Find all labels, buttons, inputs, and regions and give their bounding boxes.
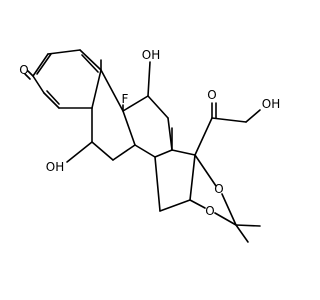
bond (47, 49, 81, 55)
bond (79, 49, 102, 71)
bond (66, 141, 93, 163)
atom-label-acetonide-upper-oxygen: O (214, 182, 223, 196)
bond (43, 92, 60, 109)
bond (122, 110, 136, 146)
atom-label-fluorine: F (122, 92, 129, 106)
bond (122, 95, 149, 112)
bond (91, 141, 114, 161)
bond (235, 224, 261, 227)
bond (46, 90, 60, 105)
bond (189, 199, 206, 209)
bond (189, 154, 196, 201)
atom-label-side-chain-ketone-oxygen: O (207, 88, 216, 102)
atom-label-c11-hydroxyl: OH (142, 48, 160, 62)
bond (112, 144, 136, 161)
bond (154, 156, 161, 212)
bond (194, 117, 213, 156)
bond (235, 224, 249, 243)
bond (245, 109, 261, 123)
bond (171, 149, 196, 156)
bond (211, 117, 247, 123)
atom-label-ketone-oxygen: O (19, 63, 28, 77)
bond (27, 70, 34, 77)
bond (159, 199, 191, 212)
bond-lines (24, 49, 261, 243)
bond (221, 193, 237, 226)
bond (154, 149, 173, 158)
bond (32, 75, 45, 94)
bond (32, 53, 49, 77)
bond (91, 69, 102, 109)
atom-label-side-chain-hydroxyl: OH (262, 97, 280, 111)
bond (147, 61, 151, 97)
bond (147, 95, 169, 119)
bond (194, 154, 217, 187)
bond (134, 144, 156, 158)
molecular-structure: O F OH O OH OH O O (19, 48, 280, 243)
atom-label-acetonide-lower-oxygen: O (205, 204, 214, 218)
bond (100, 69, 124, 112)
bond (36, 53, 52, 75)
bond (81, 54, 99, 73)
atom-labels: O F OH O OH OH O O (19, 48, 280, 218)
bond (24, 73, 31, 80)
bond (214, 212, 237, 226)
atom-label-c6-hydroxyl: OH (46, 160, 64, 174)
